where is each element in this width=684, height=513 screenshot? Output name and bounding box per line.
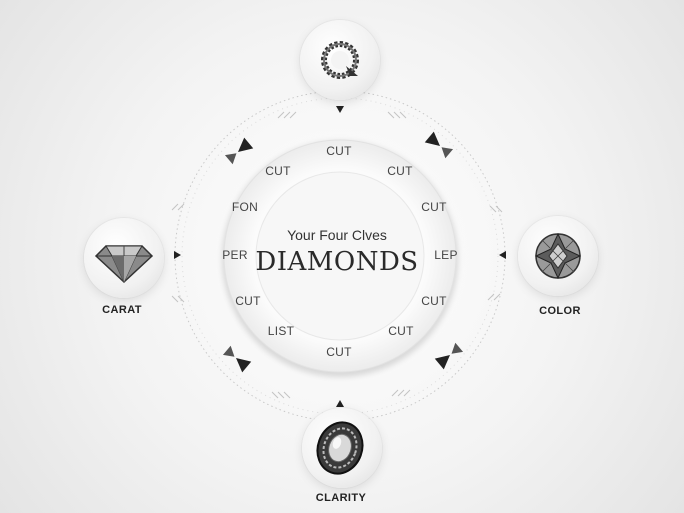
arrow-bottom-right-icon: [434, 342, 464, 370]
arrow-bottom-left-icon: [222, 345, 252, 373]
round-brilliant-icon: [534, 232, 582, 280]
clarity-label: CLARITY: [315, 492, 367, 504]
ring-label-10: PER: [222, 248, 248, 262]
outer-orbit-inner: [181, 97, 499, 415]
center-subtitle: Your Four Clves: [287, 227, 387, 243]
pointer-right-icon: [499, 251, 506, 259]
ring-label-4: LEP: [434, 248, 458, 262]
ring-label-7: CUT: [326, 345, 352, 359]
pointer-bottom-icon: [336, 400, 344, 407]
center-disc: [255, 171, 425, 341]
ring-label-3: CUT: [421, 200, 447, 214]
ring-label-1: CUT: [326, 144, 352, 158]
arrow-top-right-icon: [424, 131, 454, 159]
ring-label-5: CUT: [421, 294, 447, 308]
rope-ring-icon: [321, 41, 359, 79]
ring-label-8: LIST: [267, 324, 295, 338]
node-carat[interactable]: [84, 218, 164, 298]
ring-label-12: CUT: [265, 164, 291, 178]
diamond-gem-icon: [94, 245, 154, 284]
center-title: DIAMONDS: [255, 247, 419, 277]
pointer-top-icon: [336, 106, 344, 113]
color-label: COLOR: [539, 305, 581, 317]
oval-loupe-icon: [316, 421, 364, 475]
arrow-top-left-icon: [224, 137, 254, 165]
node-clarity[interactable]: [302, 408, 382, 488]
pointer-left-icon: [174, 251, 181, 259]
node-color[interactable]: [518, 216, 598, 296]
ring-label-6: CUT: [388, 324, 414, 338]
ring-label-11: FON: [231, 200, 259, 214]
ring-label-2: CUT: [387, 164, 413, 178]
orbit-hints: [171, 111, 503, 399]
carat-label: CARAT: [102, 304, 142, 316]
node-top[interactable]: [300, 20, 380, 100]
ring-label-9: CUT: [235, 294, 261, 308]
